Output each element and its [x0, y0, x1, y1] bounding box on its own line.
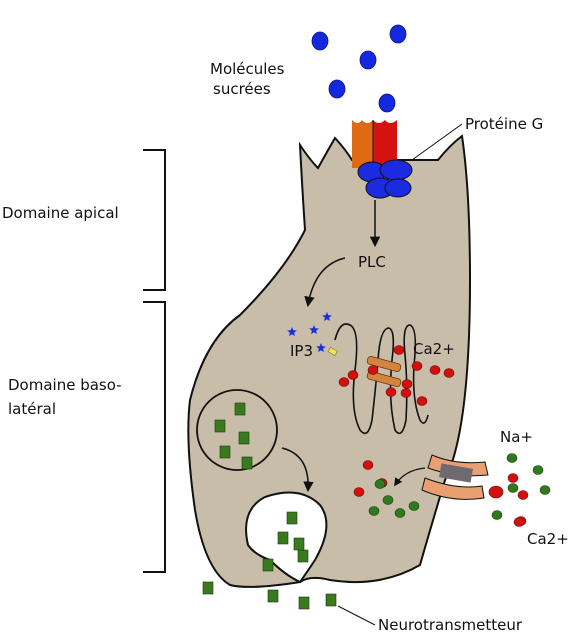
- ip3-star: [309, 325, 319, 334]
- calcium-ion: [347, 370, 359, 380]
- calcium-ion: [353, 487, 365, 497]
- ip3-label: IP3: [290, 342, 313, 360]
- calcium-ion: [513, 517, 525, 527]
- sodium-ion: [374, 479, 386, 489]
- sugar-label-line2: sucrées: [213, 80, 271, 98]
- neurotransmitter-molecule: [262, 558, 274, 572]
- sugar-molecule: [311, 31, 329, 51]
- neurotransmitter-molecule: [293, 537, 305, 551]
- calcium-ion: [416, 396, 428, 406]
- ip3-molecules: [287, 312, 332, 352]
- calcium-ion: [507, 473, 519, 483]
- er-calcium-channel: [366, 356, 402, 387]
- neurotransmitter-molecule: [214, 419, 226, 433]
- calcium-ion: [385, 387, 397, 397]
- calcium-ion: [443, 368, 455, 378]
- neurotransmitter-molecule: [297, 549, 309, 563]
- sodium-ion: [539, 485, 551, 495]
- taste-receptor: [352, 120, 397, 168]
- sodium-ion: [368, 506, 380, 516]
- sugar-label-line1: Molécules: [210, 60, 285, 78]
- na-label: Na+: [500, 428, 533, 446]
- neurotransmitter-molecule: [298, 596, 310, 610]
- sodium-ion: [382, 495, 394, 505]
- g-protein-leader-line: [411, 123, 463, 161]
- neurotransmitters: [202, 402, 337, 610]
- neurotransmitter-molecule: [238, 431, 250, 445]
- plc-to-ip3-arrow: [304, 257, 346, 308]
- neurotransmitter-molecule: [277, 531, 289, 545]
- plc-label: PLC: [358, 253, 386, 271]
- neurotransmitter-molecule: [325, 593, 337, 607]
- g-protein-cluster: [357, 159, 413, 199]
- ion-influx-arrow: [394, 467, 426, 487]
- sugar-molecule: [328, 79, 346, 99]
- g-protein-label: Protéine G: [465, 115, 543, 133]
- sodium-ion: [491, 510, 503, 520]
- ca-internal-label: Ca2+: [413, 340, 455, 358]
- calcium-ions: [338, 345, 529, 527]
- sodium-ion: [408, 501, 420, 511]
- ip3-star: [287, 327, 297, 336]
- basolateral-bracket: [143, 301, 166, 573]
- neurotransmitter-leader-line: [337, 605, 376, 626]
- calcium-ion: [400, 388, 412, 398]
- calcium-ion: [488, 485, 504, 499]
- neurotransmitter-molecule: [267, 589, 279, 603]
- calcium-ion: [362, 460, 374, 470]
- calcium-ion: [393, 345, 405, 355]
- sodium-ion: [532, 465, 544, 475]
- sugar-molecule: [359, 50, 377, 70]
- cell-body: [187, 134, 472, 588]
- calcium-ion: [429, 365, 441, 375]
- sodium-ion: [507, 483, 519, 493]
- apical-bracket: [143, 149, 166, 291]
- neurotransmitter-molecule: [286, 511, 298, 525]
- apical-domain-label: Domaine apical: [2, 204, 119, 222]
- vesicle-to-release-arrow: [281, 447, 314, 493]
- neurotransmitter-molecule: [202, 581, 214, 595]
- neurotransmitter-molecule: [219, 445, 231, 459]
- ip3-star: [316, 343, 326, 352]
- ip3-receptor: [327, 346, 339, 357]
- neurotransmitter-molecule: [234, 402, 246, 416]
- calcium-ion: [401, 379, 413, 389]
- ca-external-label: Ca2+: [527, 530, 569, 548]
- sodium-ion: [394, 508, 406, 518]
- sugar-molecule: [389, 24, 407, 44]
- neurotransmitter-molecule: [241, 456, 253, 470]
- sodium-ions: [368, 453, 551, 520]
- basolateral-label-line2: latéral: [8, 400, 56, 418]
- basolateral-label-line1: Domaine baso-: [8, 376, 122, 394]
- ip3-star: [322, 312, 332, 321]
- sodium-ion: [506, 453, 518, 463]
- sugar-molecule: [378, 93, 396, 113]
- calcium-ion: [411, 361, 423, 371]
- calcium-ion: [338, 377, 350, 387]
- membrane-ion-channel: [421, 454, 489, 500]
- calcium-ion: [367, 365, 379, 375]
- synaptic-vesicle: [196, 389, 278, 471]
- endoplasmic-reticulum: [334, 323, 429, 435]
- sugar-molecules: [311, 24, 407, 113]
- calcium-ion: [517, 490, 529, 500]
- neurotransmitter-label: Neurotransmetteur: [378, 616, 523, 634]
